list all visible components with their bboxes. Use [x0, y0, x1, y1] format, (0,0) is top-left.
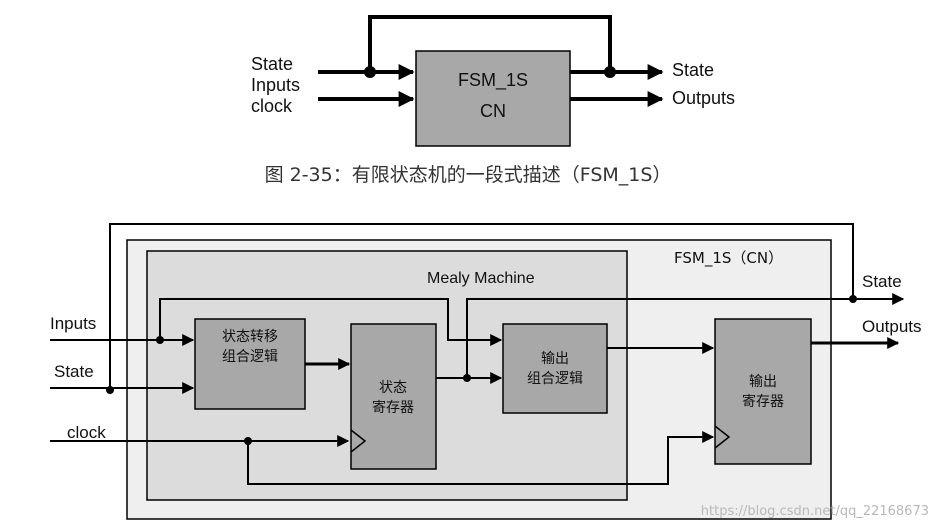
- state-register-line1: 状态: [379, 380, 407, 396]
- top-state-feedback-wire: [368, 15, 612, 72]
- outer-state-feedback-wire: [109, 223, 854, 390]
- top-state-input-label: State: [251, 54, 293, 74]
- bottom-diagram: FSM_1S（CN） Mealy Machine Inputs State cl…: [50, 223, 929, 520]
- output-logic-line2: 组合逻辑: [527, 371, 583, 387]
- output-register-line1: 输出: [749, 374, 777, 390]
- figure-caption: 图 2-35：有限状态机的一段式描述（FSM_1S）: [265, 164, 672, 186]
- state-transition-logic-block: [194, 318, 306, 410]
- inputs-label: Inputs: [50, 314, 96, 333]
- state-input-label: State: [54, 362, 94, 381]
- state-register-clock-triangle: [350, 429, 367, 453]
- state-register-line2: 寄存器: [372, 399, 414, 416]
- output-register-block: [714, 318, 812, 465]
- top-clock-label: clock: [251, 96, 293, 116]
- inputs-to-output-logic-wire: [159, 298, 503, 346]
- output-logic-line1: 输出: [541, 351, 569, 367]
- top-outputs-label: Outputs: [672, 88, 735, 108]
- output-register-clock-triangle: [714, 425, 731, 449]
- top-fsm-block: [415, 50, 571, 147]
- top-block-subtitle: CN: [480, 101, 506, 121]
- clock-to-output-register-wire: [247, 431, 715, 485]
- watermark: https://blog.csdn.net/qq_22168673: [701, 504, 929, 519]
- outputs-label: Outputs: [862, 317, 922, 336]
- state-register-block: [350, 323, 437, 470]
- top-diagram: FSM_1S CN State Inputs clock State Outpu…: [251, 15, 735, 186]
- top-block-title: FSM_1S: [458, 70, 528, 91]
- output-register-line2: 寄存器: [742, 393, 784, 410]
- top-inputs-label: Inputs: [251, 75, 300, 95]
- output-logic-block: [502, 323, 608, 414]
- state-output-label: State: [862, 272, 902, 291]
- mealy-machine-label: Mealy Machine: [427, 270, 535, 287]
- outer-fsm-label: FSM_1S（CN）: [674, 249, 783, 268]
- state-transition-logic-line1: 状态转移: [222, 329, 278, 345]
- state-transition-logic-line2: 组合逻辑: [222, 349, 278, 365]
- clock-label: clock: [67, 423, 106, 442]
- current-state-out-wire: [466, 298, 853, 378]
- top-state-output-label: State: [672, 60, 714, 80]
